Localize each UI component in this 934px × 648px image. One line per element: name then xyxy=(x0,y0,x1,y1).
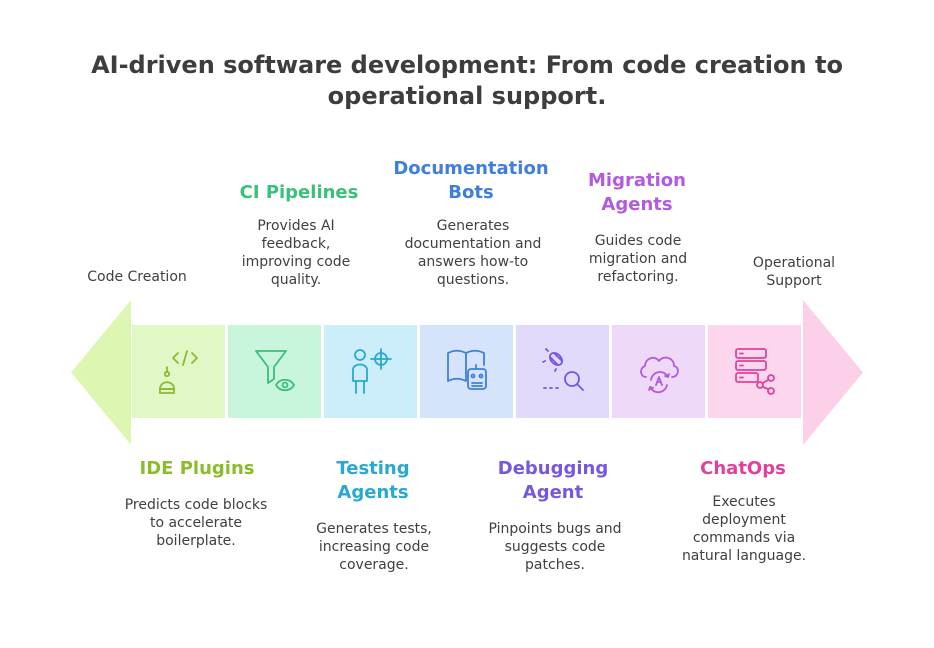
stage-block-documentation-bots xyxy=(420,325,513,418)
stage-desc-debugging-agent: Pinpoints bugs and suggests code patches… xyxy=(488,521,622,573)
stage-desc-ci-pipelines: Provides AI feedback, improving code qua… xyxy=(241,218,351,288)
stage-block-ide-plugins xyxy=(132,325,225,418)
stage-block-debugging-agent xyxy=(516,325,609,418)
cloud-refresh-icon xyxy=(640,356,679,394)
stage-desc-ide-plugins: Predicts code blocks to accelerate boile… xyxy=(124,497,268,549)
stage-block-testing-agents xyxy=(324,325,417,418)
stage-title-migration-agents: Migration Agents xyxy=(588,170,686,215)
stage-desc-chatops: Executes deployment commands via natural… xyxy=(681,494,807,564)
server-share-icon xyxy=(735,348,775,395)
bug-magnifier-icon xyxy=(542,348,584,391)
book-robot-icon xyxy=(447,349,487,390)
stage-title-testing-agents: Testing Agents xyxy=(336,458,410,503)
stage-title-ide-plugins: IDE Plugins xyxy=(139,458,255,479)
stage-block-chatops xyxy=(708,325,801,418)
stage-title-documentation-bots: Documentation Bots xyxy=(393,158,549,203)
page-title: AI-driven software development: From cod… xyxy=(91,51,843,110)
stage-desc-migration-agents: Guides code migration and refactoring. xyxy=(588,233,688,285)
left-arrowhead xyxy=(71,300,131,445)
stage-title-ci-pipelines: CI Pipelines xyxy=(239,182,359,203)
stage-block-migration-agents xyxy=(612,325,705,418)
stage-block-ci-pipelines xyxy=(228,325,321,418)
tester-target-icon xyxy=(352,348,392,394)
stage-desc-testing-agents: Generates tests, increasing code coverag… xyxy=(316,521,432,573)
code-robot-icon xyxy=(159,350,198,394)
stage-title-debugging-agent: Debugging Agent xyxy=(497,458,609,503)
right-arrowhead xyxy=(803,300,863,445)
stage-title-chatops: ChatOps xyxy=(700,458,786,479)
start-label: Code Creation xyxy=(87,269,187,285)
funnel-eye-icon xyxy=(255,350,295,392)
end-label: Operational Support xyxy=(752,255,836,289)
stage-desc-documentation-bots: Generates documentation and answers how-… xyxy=(404,218,542,288)
